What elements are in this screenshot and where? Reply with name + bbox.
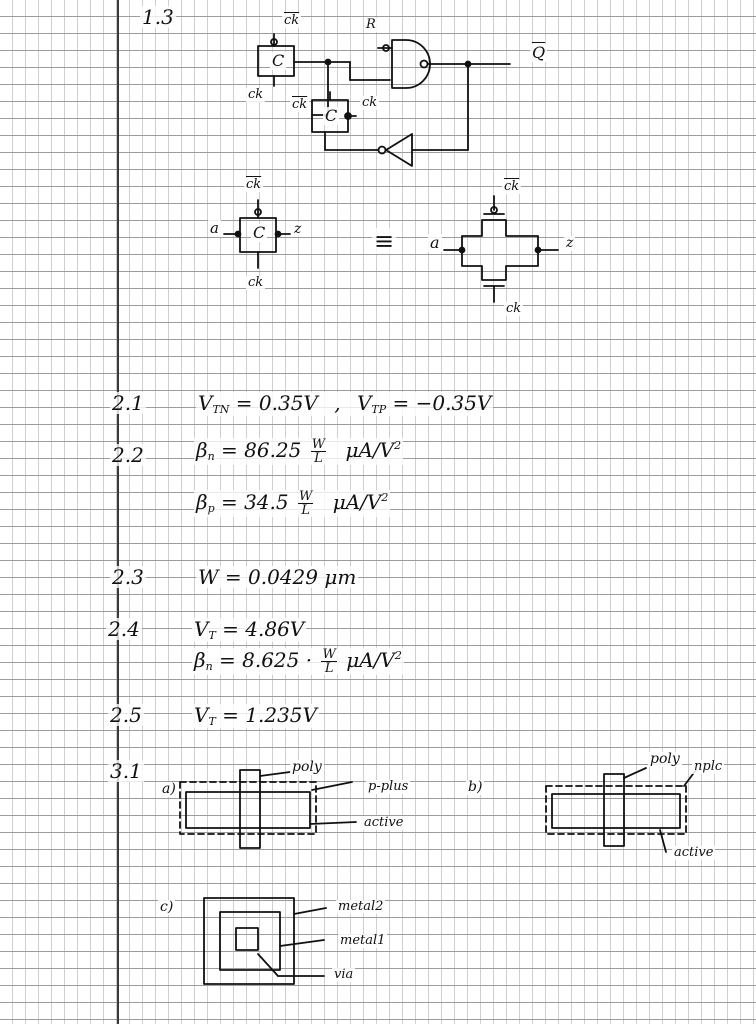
nplus-region-b	[545, 785, 687, 835]
transmission-gate-cross	[461, 219, 539, 281]
latch-label-clk-bottom-left: ck	[246, 87, 266, 103]
gate-label-clk-top: ck	[244, 177, 264, 193]
metal2-square	[203, 897, 295, 985]
answer-number-2-5: 2.5	[108, 703, 144, 727]
latch-output-label: Q	[530, 43, 548, 62]
layout-b-nplus-label: nplc	[692, 759, 725, 775]
tg-input-label: a	[428, 233, 442, 252]
poly-gate-b	[603, 773, 625, 847]
margin-line	[117, 0, 119, 1024]
answer-2-1: VTN = 0.35V , VTP = −0.35V	[196, 391, 494, 417]
latch-circuit-diagram	[257, 33, 511, 167]
layout-a-poly-label: poly	[290, 759, 324, 776]
feedback-inverter	[385, 133, 413, 167]
latch-gate2-mark: C	[323, 106, 340, 125]
latch-label-gate2-clk-right: ck	[360, 95, 380, 111]
answer-2-5: VT = 1.235V	[192, 703, 319, 729]
tg-output-label: z	[564, 235, 576, 252]
gate-mark: C	[251, 223, 268, 242]
latch-label-reset: R	[364, 17, 378, 33]
answer-2-4-vt: VT = 4.86V	[192, 617, 307, 643]
via-square	[235, 927, 259, 951]
layout-c-marker: c)	[158, 899, 176, 916]
gate-output-label: z	[292, 221, 304, 238]
layout-c-metal1-label: metal1	[338, 933, 388, 949]
answer-number-2-1: 2.1	[110, 391, 146, 415]
latch-gate1-mark: C	[270, 51, 287, 70]
active-region-a	[185, 791, 311, 829]
nand-gate	[391, 39, 431, 89]
answer-number-2-3: 2.3	[110, 565, 146, 589]
gate-equivalence-diagram	[223, 195, 559, 303]
latch-label-clk-top: ck	[282, 13, 302, 29]
section-number-1-3: 1.3	[140, 5, 176, 29]
layout-b-active-label: active	[672, 845, 716, 861]
tg-clk-top-label: ck	[502, 179, 522, 195]
active-region-b	[551, 793, 681, 829]
layout-a-active-label: active	[362, 815, 406, 831]
section-number-3-1: 3.1	[108, 759, 144, 783]
layout-c-via-label: via	[332, 967, 356, 983]
layout-a-marker: a)	[160, 781, 178, 798]
tg-clk-bottom-label: ck	[504, 301, 524, 317]
answer-2-3: W = 0.0429 μm	[196, 565, 359, 589]
poly-gate-a	[239, 769, 261, 849]
answer-number-2-4: 2.4	[106, 617, 142, 641]
gate-input-label: a	[208, 219, 221, 237]
equivalence-sign: ≡	[372, 227, 397, 255]
clocked-inverter-1	[257, 45, 295, 77]
gate-label-clk-bottom: ck	[246, 275, 266, 291]
layout-c-metal2-label: metal2	[336, 899, 386, 915]
metal1-square	[219, 911, 281, 971]
layout-b-marker: b)	[466, 779, 485, 796]
latch-label-gate2-clk-left: ck	[290, 97, 310, 113]
pplus-region-a	[179, 781, 317, 835]
answer-number-2-2: 2.2	[110, 443, 146, 467]
layout-a-pplus-label: p-plus	[366, 779, 411, 795]
layout-b-poly-label: poly	[648, 751, 682, 768]
